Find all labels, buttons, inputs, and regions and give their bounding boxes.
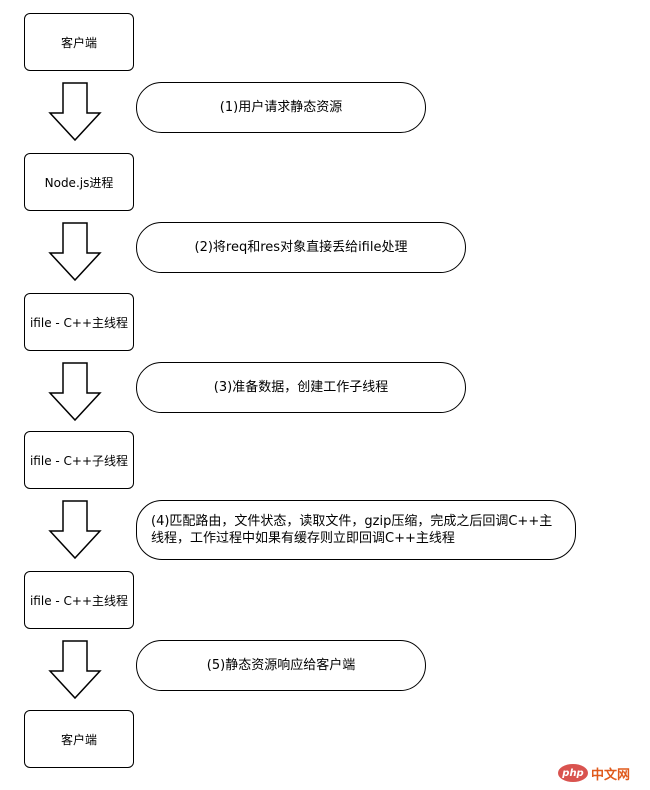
node-ifile-main-thread-return: ifile - C++主线程 [24, 571, 134, 629]
annotation-step-5: (5)静态资源响应给客户端 [136, 640, 426, 691]
annotation-text: (3)准备数据，创建工作子线程 [213, 380, 389, 395]
annotation-step-4: (4)匹配路由，文件状态，读取文件，gzip压缩，完成之后回调C++主 线程，工… [136, 500, 576, 560]
annotation-step-2: (2)将req和res对象直接丢给ifile处理 [136, 222, 466, 273]
annotation-step-3: (3)准备数据，创建工作子线程 [136, 362, 466, 413]
node-label: 客户端 [60, 35, 97, 50]
annotation-text-line: 线程，工作过程中如果有缓存则立即回调C++主线程 [151, 531, 455, 546]
node-label: ifile - C++主线程 [29, 315, 129, 330]
annotation-text: (2)将req和res对象直接丢给ifile处理 [194, 240, 408, 255]
node-ifile-main-thread: ifile - C++主线程 [24, 293, 134, 351]
annotation-text-line: (4)匹配路由，文件状态，读取文件，gzip压缩，完成之后回调C++主 [151, 514, 553, 529]
watermark-text: 中文网 [591, 767, 631, 783]
node-client-start: 客户端 [24, 13, 134, 71]
node-label: ifile - C++子线程 [29, 453, 129, 468]
annotation-text: (5)静态资源响应给客户端 [206, 658, 356, 673]
down-arrow-icon [48, 362, 102, 422]
down-arrow-icon [48, 82, 102, 142]
annotation-text-block: (4)匹配路由，文件状态，读取文件，gzip压缩，完成之后回调C++主 线程，工… [151, 513, 552, 547]
annotation-step-1: (1)用户请求静态资源 [136, 82, 426, 133]
down-arrow-icon [48, 222, 102, 282]
watermark: php 中文网 [558, 760, 644, 786]
node-label: ifile - C++主线程 [29, 593, 129, 608]
down-arrow-icon [48, 640, 102, 700]
node-ifile-sub-thread: ifile - C++子线程 [24, 431, 134, 489]
node-label: Node.js进程 [44, 175, 114, 190]
node-client-end: 客户端 [24, 710, 134, 768]
down-arrow-icon [48, 500, 102, 560]
node-nodejs-process: Node.js进程 [24, 153, 134, 211]
node-label: 客户端 [60, 732, 97, 747]
php-logo: php [558, 764, 588, 782]
annotation-text: (1)用户请求静态资源 [219, 100, 343, 115]
